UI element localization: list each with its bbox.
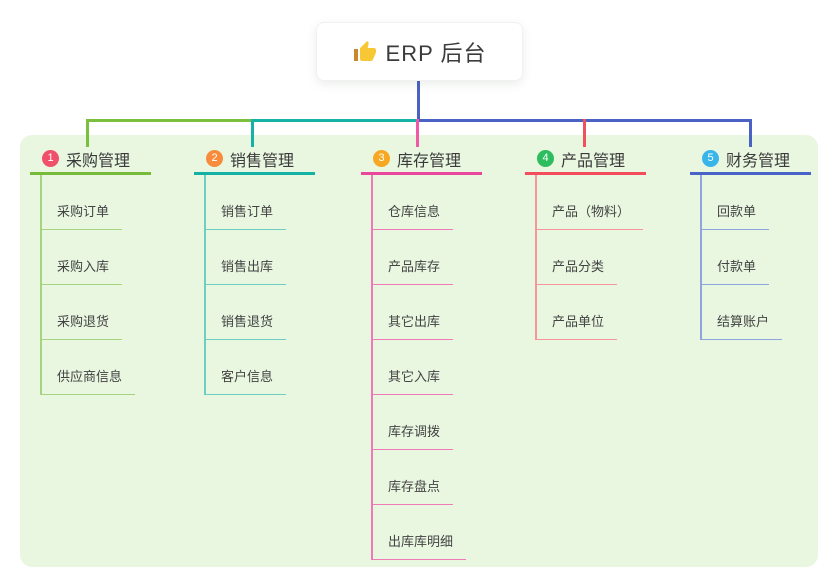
branch-child-line bbox=[204, 175, 206, 395]
child-item[interactable]: 库存调拨 bbox=[371, 395, 491, 450]
child-item[interactable]: 产品分类 bbox=[535, 230, 655, 285]
root-connector-line bbox=[417, 80, 420, 120]
child-item[interactable]: 采购退货 bbox=[40, 285, 160, 340]
child-item[interactable]: 采购订单 bbox=[40, 175, 160, 230]
child-item-label: 结算账户 bbox=[700, 311, 783, 340]
branch-badge: 3 bbox=[373, 150, 390, 167]
connector-segment-left bbox=[86, 119, 253, 122]
branch-child-line bbox=[40, 175, 42, 395]
child-item-label: 产品库存 bbox=[371, 256, 454, 285]
branch-badge: 1 bbox=[42, 150, 59, 167]
branch-product-management: 4 产品管理 产品（物料） 产品分类产品单位 bbox=[525, 145, 655, 340]
branch-badge: 4 bbox=[537, 150, 554, 167]
child-item[interactable]: 销售订单 bbox=[204, 175, 324, 230]
child-item[interactable]: 产品单位 bbox=[535, 285, 655, 340]
branch-drop-line-3 bbox=[416, 119, 419, 147]
child-item-label: 仓库信息 bbox=[371, 201, 454, 230]
child-item[interactable]: 付款单 bbox=[700, 230, 820, 285]
branch-inventory-management: 3 库存管理 仓库信息产品库存其它出库其它入库库存调拨库存盘点出库库明细 bbox=[361, 145, 491, 560]
branch-child-line bbox=[700, 175, 702, 340]
branch-child-line bbox=[371, 175, 373, 560]
branch-header-inventory[interactable]: 3 库存管理 bbox=[361, 145, 482, 175]
child-item[interactable]: 产品库存 bbox=[371, 230, 491, 285]
root-node[interactable]: ERP 后台 bbox=[316, 22, 523, 81]
child-item-label: 其它入库 bbox=[371, 366, 454, 395]
branch-children: 仓库信息产品库存其它出库其它入库库存调拨库存盘点出库库明细 bbox=[371, 175, 491, 560]
child-item[interactable]: 其它入库 bbox=[371, 340, 491, 395]
root-node-label: ERP 后台 bbox=[385, 40, 487, 66]
branch-finance-management: 5 财务管理 回款单付款单结算账户 bbox=[690, 145, 820, 340]
branch-drop-line-1 bbox=[86, 119, 89, 147]
mindmap-panel bbox=[20, 135, 818, 567]
branch-drop-line-5 bbox=[749, 119, 752, 147]
child-item[interactable]: 销售退货 bbox=[204, 285, 324, 340]
child-item[interactable]: 回款单 bbox=[700, 175, 820, 230]
child-item[interactable]: 采购入库 bbox=[40, 230, 160, 285]
branch-header-purchase[interactable]: 1 采购管理 bbox=[30, 145, 151, 175]
branch-title: 销售管理 bbox=[230, 152, 295, 170]
branch-sales-management: 2 销售管理 销售订单销售出库销售退货客户信息 bbox=[194, 145, 324, 395]
branch-children: 产品（物料） 产品分类产品单位 bbox=[535, 175, 655, 340]
child-item-label: 销售退货 bbox=[204, 311, 287, 340]
branch-badge: 2 bbox=[206, 150, 223, 167]
child-item[interactable]: 其它出库 bbox=[371, 285, 491, 340]
child-item-label: 产品分类 bbox=[535, 256, 618, 285]
child-item[interactable]: 库存盘点 bbox=[371, 450, 491, 505]
child-item-label: 采购订单 bbox=[40, 201, 123, 230]
branch-header-finance[interactable]: 5 财务管理 bbox=[690, 145, 811, 175]
child-item-label: 回款单 bbox=[700, 201, 770, 230]
child-item-label: 采购退货 bbox=[40, 311, 123, 340]
child-item-label: 出库库明细 bbox=[371, 531, 467, 560]
child-item-label: 库存盘点 bbox=[371, 476, 454, 505]
child-item[interactable]: 客户信息 bbox=[204, 340, 324, 395]
thumbs-up-icon bbox=[353, 40, 377, 64]
branch-drop-line-2 bbox=[251, 119, 254, 147]
child-item-label: 产品单位 bbox=[535, 311, 618, 340]
child-item-label: 销售订单 bbox=[204, 201, 287, 230]
child-item-label: 客户信息 bbox=[204, 366, 287, 395]
child-item-label: 供应商信息 bbox=[40, 366, 136, 395]
branch-purchase-management: 1 采购管理 采购订单采购入库采购退货供应商信息 bbox=[30, 145, 160, 395]
branch-child-line bbox=[535, 175, 537, 340]
child-item[interactable]: 仓库信息 bbox=[371, 175, 491, 230]
branch-header-sales[interactable]: 2 销售管理 bbox=[194, 145, 315, 175]
connector-segment-middle bbox=[253, 119, 418, 122]
child-item[interactable]: 出库库明细 bbox=[371, 505, 491, 560]
child-item[interactable]: 产品（物料） bbox=[535, 175, 655, 230]
branch-children: 回款单付款单结算账户 bbox=[700, 175, 820, 340]
branch-badge: 5 bbox=[702, 150, 719, 167]
child-item-label: 采购入库 bbox=[40, 256, 123, 285]
branch-title: 采购管理 bbox=[66, 152, 131, 170]
child-item-label: 产品（物料） bbox=[535, 201, 644, 230]
child-item-label: 库存调拨 bbox=[371, 421, 454, 450]
child-item[interactable]: 供应商信息 bbox=[40, 340, 160, 395]
child-item[interactable]: 销售出库 bbox=[204, 230, 324, 285]
branch-drop-line-4 bbox=[583, 119, 586, 147]
child-item-label: 付款单 bbox=[700, 256, 770, 285]
branch-title: 产品管理 bbox=[561, 152, 626, 170]
branch-header-product[interactable]: 4 产品管理 bbox=[525, 145, 646, 175]
child-item[interactable]: 结算账户 bbox=[700, 285, 820, 340]
branch-title: 库存管理 bbox=[397, 152, 462, 170]
branch-children: 销售订单销售出库销售退货客户信息 bbox=[204, 175, 324, 395]
child-item-label: 其它出库 bbox=[371, 311, 454, 340]
branch-children: 采购订单采购入库采购退货供应商信息 bbox=[40, 175, 160, 395]
branch-title: 财务管理 bbox=[726, 152, 791, 170]
child-item-label: 销售出库 bbox=[204, 256, 287, 285]
